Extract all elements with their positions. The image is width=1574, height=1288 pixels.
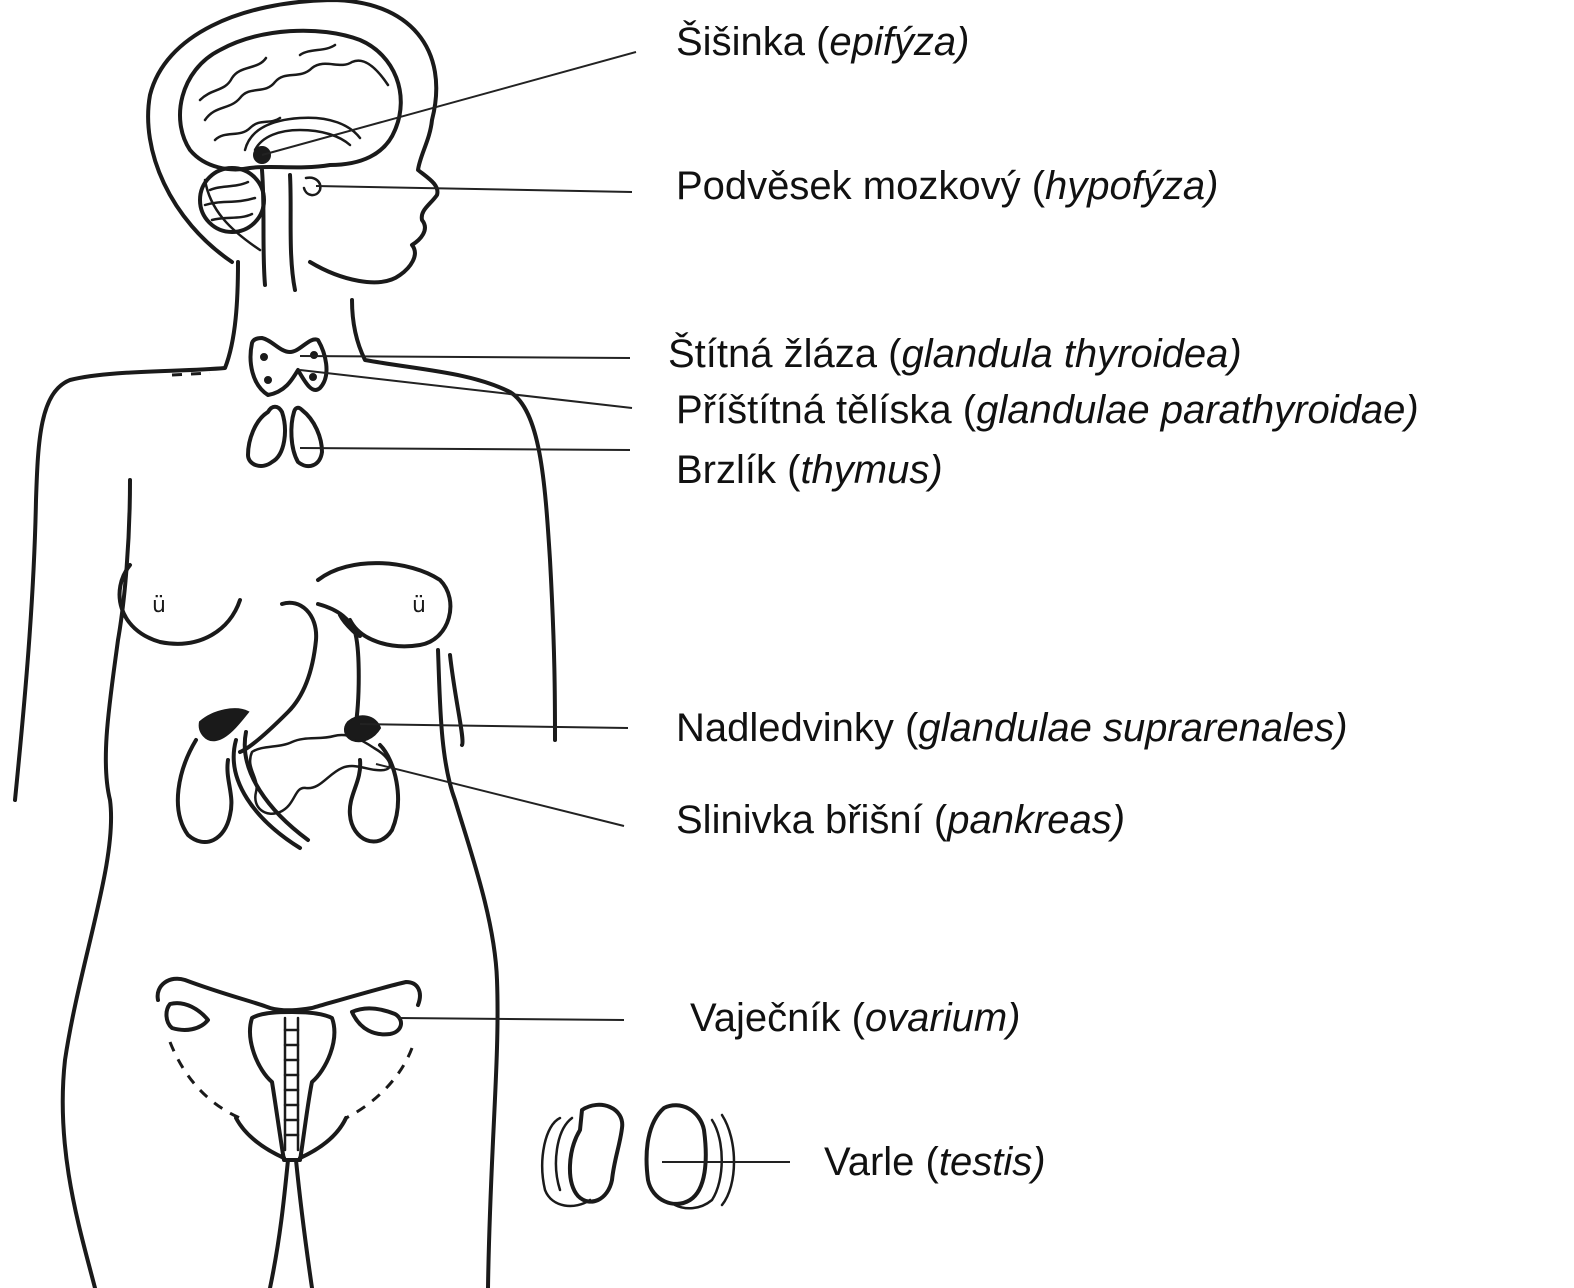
label-thymus: Brzlík (thymus) — [676, 446, 943, 494]
pancreas — [250, 735, 390, 814]
label-pituitary: Podvěsek mozkový (hypofýza) — [676, 162, 1218, 210]
svg-text:ü: ü — [412, 593, 426, 618]
label-ovary-latin: ovarium) — [865, 996, 1021, 1040]
label-pancreas-name: Slinivka břišní — [676, 798, 923, 842]
label-parathyroid-name: Příštítná tělíska — [676, 388, 952, 432]
label-testis-name: Varle — [824, 1140, 914, 1184]
label-testis: Varle (testis) — [824, 1138, 1046, 1186]
label-thyroid-latin: glandula thyroidea) — [901, 332, 1241, 376]
label-adrenal-name: Nadledvinky — [676, 706, 894, 750]
label-pituitary-latin: hypofýza) — [1045, 164, 1218, 208]
label-pineal-latin: epifýza) — [829, 20, 969, 64]
label-thyroid: Štítná žláza (glandula thyroidea) — [668, 330, 1242, 378]
thyroid — [251, 338, 327, 395]
adrenal-left — [200, 709, 248, 740]
brain — [180, 31, 401, 290]
label-thymus-latin: thymus) — [800, 448, 942, 492]
uterus — [158, 979, 420, 1288]
label-testis-latin: testis) — [939, 1140, 1046, 1184]
label-thymus-name: Brzlík — [676, 448, 776, 492]
label-adrenal: Nadledvinky (glandulae suprarenales) — [676, 704, 1348, 752]
label-parathyroid: Příštítná tělíska (glandulae parathyroid… — [676, 386, 1419, 434]
label-pituitary-name: Podvěsek mozkový — [676, 164, 1021, 208]
head-outline — [148, 0, 437, 282]
thymus — [248, 407, 322, 466]
kidney-right — [350, 745, 398, 842]
label-thyroid-name: Štítná žláza — [668, 332, 877, 376]
label-adrenal-latin: glandulae suprarenales) — [918, 706, 1347, 750]
testes — [542, 1105, 734, 1208]
breast-left — [120, 565, 240, 644]
label-parathyroid-latin: glandulae parathyroidae) — [976, 388, 1419, 432]
torso-right — [438, 650, 498, 1288]
label-pancreas: Slinivka břišní (pankreas) — [676, 796, 1125, 844]
adrenal-right — [345, 716, 380, 741]
label-pineal-name: Šišinka — [676, 20, 805, 64]
breast-right — [318, 563, 450, 646]
label-pineal: Šišinka (epifýza) — [676, 18, 969, 66]
svg-text:ü: ü — [152, 593, 166, 618]
label-ovary: Vaječník (ovarium) — [690, 994, 1020, 1042]
label-ovary-name: Vaječník — [690, 996, 840, 1040]
stomach — [240, 603, 360, 752]
kidney-left — [178, 740, 232, 842]
label-pancreas-latin: pankreas) — [947, 798, 1125, 842]
